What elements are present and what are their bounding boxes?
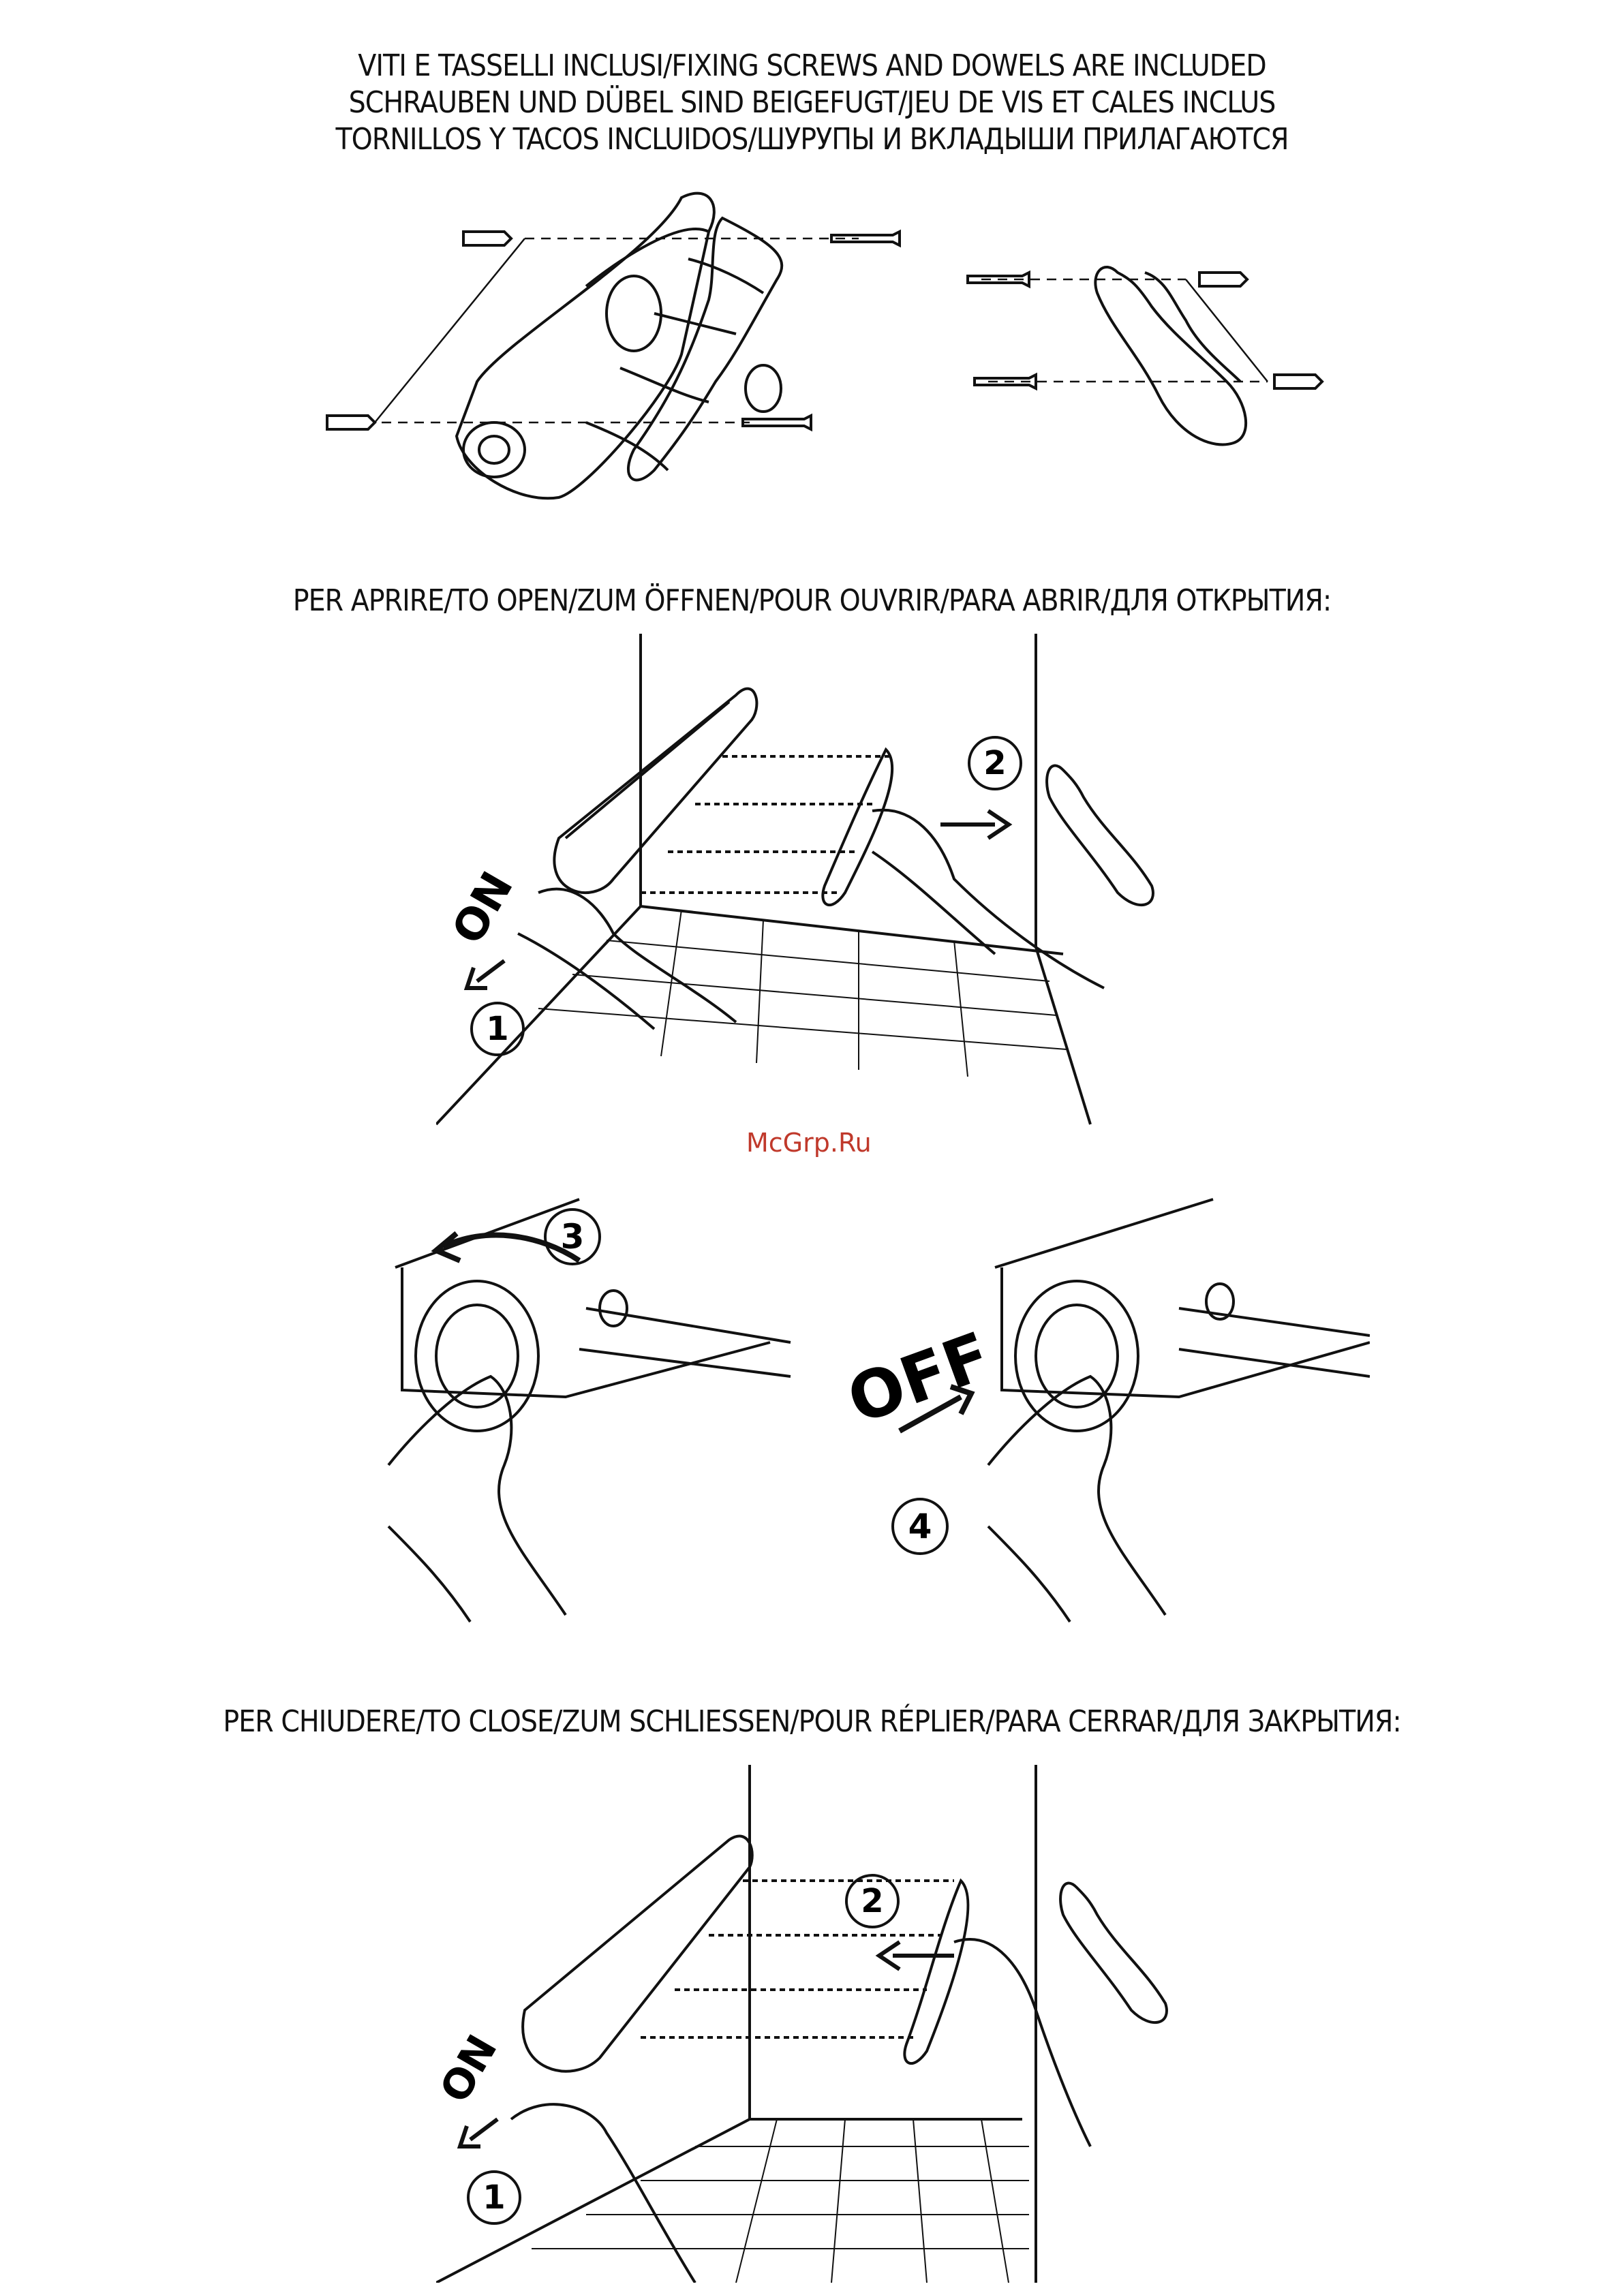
closing-figure: 2 1 ON bbox=[436, 1765, 1168, 2283]
housing-hole-icon bbox=[462, 421, 526, 478]
wall-hook-drawing bbox=[1045, 764, 1154, 906]
heading-line-2: SCHRAUBEN UND DÜBEL SIND BEIGEFUGT/JEU D… bbox=[348, 85, 1276, 120]
on-label: ON bbox=[436, 2027, 507, 2111]
right-hand-drawing bbox=[953, 1938, 1092, 2147]
knob-left-icon bbox=[414, 1280, 540, 1432]
screw-top-icon bbox=[830, 229, 901, 248]
left-hand-drawing bbox=[510, 2103, 696, 2283]
left-hand-drawing bbox=[538, 887, 737, 1023]
wall-hook-drawing bbox=[1094, 266, 1248, 446]
dowel-right-bottom-icon bbox=[1273, 373, 1324, 390]
included-parts-heading: VITI E TASSELLI INCLUSI/FIXING SCREWS AN… bbox=[0, 48, 1624, 158]
step-2-circle-icon bbox=[968, 736, 1022, 790]
step-2-number: 2 bbox=[983, 744, 1006, 782]
left-hand-drawing bbox=[387, 1374, 567, 1616]
push-arrow-icon bbox=[898, 1384, 975, 1434]
on-arrow-icon bbox=[457, 2117, 499, 2148]
heading-line-3: TORNILLOS Y TACOS INCLUIDOS/ШУРУПЫ И ВКЛ… bbox=[335, 122, 1289, 157]
step-3-number: 3 bbox=[561, 1217, 585, 1257]
right-hand-drawing bbox=[872, 808, 1105, 989]
open-section-title: PER APRIRE/TO OPEN/ZUM ÖFFNEN/POUR OUVRI… bbox=[292, 583, 1332, 618]
reel-housing-drawing bbox=[521, 1834, 754, 2073]
reel-housing-drawing bbox=[553, 687, 759, 894]
dowel-bottom-left-icon bbox=[326, 414, 377, 431]
step-2-circle-icon bbox=[845, 1874, 900, 1928]
knob-right-icon bbox=[1014, 1280, 1139, 1432]
retract-arrow-icon bbox=[875, 1940, 954, 1971]
screw-right-top-icon bbox=[966, 270, 1030, 289]
on-arrow-icon bbox=[463, 959, 506, 990]
right-hand-drawing bbox=[987, 1374, 1167, 1616]
step-1-number: 1 bbox=[486, 1010, 508, 1048]
heading-line-1: VITI E TASSELLI INCLUSI/FIXING SCREWS AN… bbox=[358, 48, 1266, 83]
pull-bar-drawing bbox=[903, 1878, 970, 2065]
step-1-circle-icon bbox=[467, 2170, 521, 2225]
close-section-title: PER CHIUDERE/TO CLOSE/ZUM SCHLIESSEN/POU… bbox=[223, 1704, 1401, 1739]
pull-bar-drawing bbox=[821, 747, 894, 907]
screw-right-bottom-icon bbox=[973, 372, 1037, 391]
screw-bottom-icon bbox=[741, 413, 812, 432]
pull-bar-drawing bbox=[626, 216, 784, 482]
dowel-top-left-icon bbox=[462, 230, 513, 247]
opening-figure: 2 1 ON bbox=[436, 634, 1154, 1126]
mounting-parts-figure bbox=[326, 191, 1324, 500]
on-label: ON bbox=[443, 863, 523, 953]
dowel-right-top-icon bbox=[1198, 271, 1249, 288]
rotate-arrow-icon bbox=[431, 1231, 581, 1263]
step-1-number: 1 bbox=[482, 2178, 505, 2217]
pull-arrow-icon bbox=[940, 809, 1013, 840]
lock-unlock-figure: 3 4 OFF bbox=[387, 1198, 1370, 1623]
reel-housing-drawing bbox=[455, 191, 716, 500]
wall-hook-drawing bbox=[1059, 1881, 1168, 2024]
step-3-circle-icon bbox=[544, 1208, 601, 1265]
step-1-circle-icon bbox=[470, 1002, 525, 1056]
step-4-number: 4 bbox=[908, 1507, 932, 1546]
step-4-circle-icon bbox=[891, 1498, 949, 1555]
step-2-number: 2 bbox=[861, 1882, 883, 1920]
watermark-text: McGrp.Ru bbox=[746, 1128, 872, 1158]
